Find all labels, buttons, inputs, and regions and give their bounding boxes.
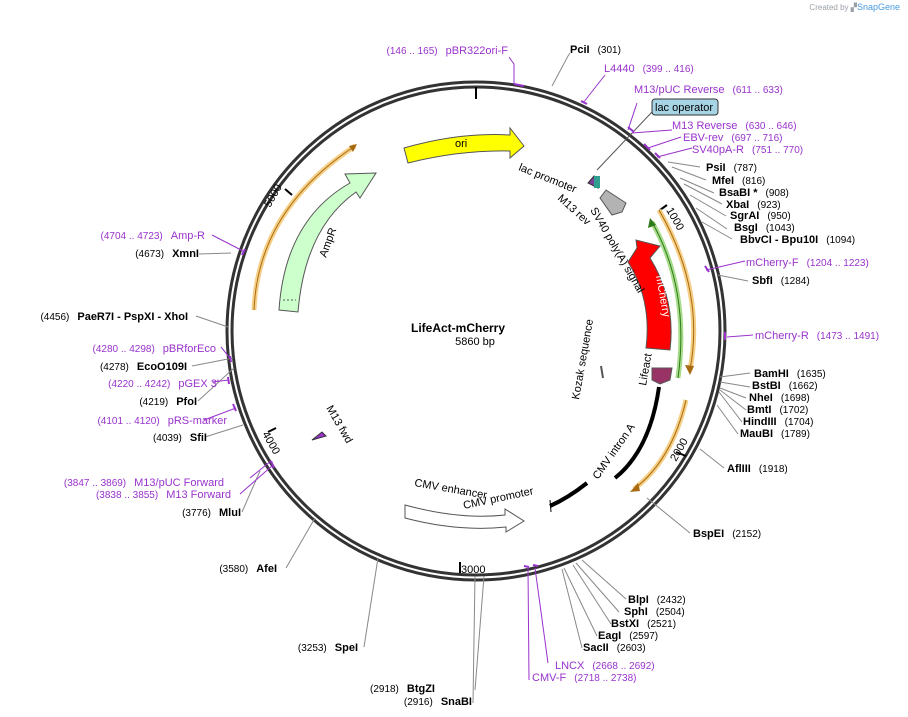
plasmid-name: LifeAct-mCherry [411,321,505,335]
primer-labels: (146 .. 165)pBR322ori-F L4440(399 .. 416… [64,45,879,684]
enzyme-bsgi[interactable]: BsgI(1043) [734,222,795,234]
enzyme-bbvci-bpu10i[interactable]: BbvCI - Bpu10I(1094) [740,234,855,246]
enzyme-paer7i-pspxi-xhoi[interactable]: (4456)PaeR7I - PspXI - XhoI [40,311,188,323]
enzyme-sbfi[interactable]: SbfI(1284) [752,275,810,287]
enzyme-sphi[interactable]: SphI(2504) [624,606,685,618]
enzyme-mfei[interactable]: MfeI(816) [712,175,765,187]
ampr-feature[interactable] [278,172,377,313]
plasmid-length: 5860 bp [455,336,495,348]
kozak-label: Kozak sequence [570,318,596,400]
tick-3000: 3000 [461,564,485,576]
enzyme-afliii[interactable]: AflIII(1918) [727,463,788,475]
snapgene-credit: Created by ▞SnapGene [809,2,900,12]
primer-pbr322ori-f[interactable]: (146 .. 165)pBR322ori-F [386,45,508,57]
ori-label: ori [455,138,467,150]
enzyme-labels: PciI(301) PsiI(787) MfeI(816) BsaBI *(90… [570,44,855,654]
tick-5000: 5000 [262,182,285,209]
enzyme-bamhi[interactable]: BamHI(1635) [754,368,826,380]
enzyme-afei[interactable]: (3580)AfeI [219,563,277,575]
enzyme-bstxi[interactable]: BstXI(2521) [611,618,676,630]
m13-fwd-feature[interactable] [311,431,327,441]
enzyme-blpi[interactable]: BlpI(2432) [628,594,686,606]
enzyme-bmti[interactable]: BmtI(1702) [747,404,808,416]
primer-connectors [203,56,754,681]
lifeact-feature[interactable] [651,367,673,385]
enzyme-bspei[interactable]: BspEI(2152) [693,528,761,540]
snapgene-logo-icon: ▞ [850,3,857,12]
enzyme-snabi[interactable]: (2916)SnaBI [404,696,472,708]
primer-m13-reverse[interactable]: M13 Reverse(630 .. 646) [672,120,797,132]
credit-prefix: Created by [809,3,849,12]
cmv-enhancer-feature[interactable] [404,504,525,533]
enzyme-mlui[interactable]: (3776)MluI [182,507,241,519]
primer-l4440[interactable]: L4440(399 .. 416) [604,63,694,75]
m13-rev-label: M13 rev [555,192,593,228]
primer-amp-r[interactable]: (4704 .. 4723)Amp-R [101,230,206,242]
enzyme-hindiii[interactable]: HindIII(1704) [743,416,814,428]
lac-operator-box[interactable] [651,98,719,116]
kozak-mark [600,365,604,379]
lifeact-label: Lifeact [637,353,654,387]
ori-feature[interactable] [403,126,525,164]
primer-sv40pa-r[interactable]: SV40pA-R(751 .. 770) [692,144,803,156]
cmv-intron-feature[interactable] [613,386,661,480]
primer-m13-puc-forward[interactable]: (3847 .. 3869)M13/pUC Forward [64,477,224,489]
primer-mcherry-r[interactable]: mCherry-R(1473 .. 1491) [755,330,879,342]
enzyme-xmni[interactable]: (4673)XmnI [135,248,199,260]
m13-fwd-label: M13 fwd [323,404,354,446]
enzyme-maubi[interactable]: MauBI(1789) [740,428,810,440]
enzyme-sgrai[interactable]: SgrAI(950) [730,210,791,222]
enzyme-xbai[interactable]: XbaI(923) [726,199,781,211]
enzyme-pfoi[interactable]: (4219)PfoI [139,396,197,408]
primer-marks [227,83,726,568]
cmv-intron-label: CMV intron A [591,421,638,482]
enzyme-nhei[interactable]: NheI(1698) [749,392,810,404]
enzyme-sfii[interactable]: (4039)SfiI [153,432,207,444]
enzyme-btgzi[interactable]: (2918)BtgZI [370,683,435,695]
primer-m13-forward[interactable]: (3838 .. 3855)M13 Forward [96,489,231,501]
enzyme-eagi[interactable]: EagI(2597) [598,630,658,642]
sv40-polya-feature[interactable] [599,189,627,216]
enzyme-sacii[interactable]: SacII(2603) [583,642,646,654]
backbone-outer-ring [225,80,727,582]
primer-pbrforeco[interactable]: (4280 .. 4298)pBRforEco [93,343,216,355]
credit-brand: SnapGene [856,2,900,12]
primer-mcherry-f[interactable]: mCherry-F(1204 .. 1223) [746,257,869,269]
primer-ebv-rev[interactable]: EBV-rev(697 .. 716) [683,132,783,144]
primer-cmv-f[interactable]: CMV-F(2718 .. 2738) [532,672,637,684]
enzyme-spei[interactable]: (3253)SpeI [298,642,358,654]
lac-promoter-label: lac promoter [517,162,578,196]
enzyme-bstbi[interactable]: BstBI(1662) [752,380,818,392]
enzyme-ecoo109i[interactable]: (4278)EcoO109I [100,361,187,373]
enzyme-bsabi[interactable]: BsaBI *(908) [719,187,789,199]
mcherry-feature[interactable] [627,239,672,351]
enzyme-psii[interactable]: PsiI(787) [706,162,757,174]
primer-prs-marker[interactable]: (4101 .. 4120)pRS-marker [97,415,227,427]
enzyme-pcii[interactable]: PciI(301) [570,44,621,56]
primer-m13-puc-reverse[interactable]: M13/pUC Reverse(611 .. 633) [634,84,783,96]
lac-operator-label: lac operator [655,102,713,114]
primer-lncx[interactable]: LNCX(2668 .. 2692) [555,660,655,672]
cmv-promoter-feature[interactable] [549,481,589,508]
primer-pgex-3[interactable]: (4220 .. 4242)pGEX 3' [108,378,219,390]
enzyme-labels-left: (2918)BtgZI (2916)SnaBI (3253)SpeI (3580… [40,248,472,708]
enzyme-connectors [191,52,751,704]
